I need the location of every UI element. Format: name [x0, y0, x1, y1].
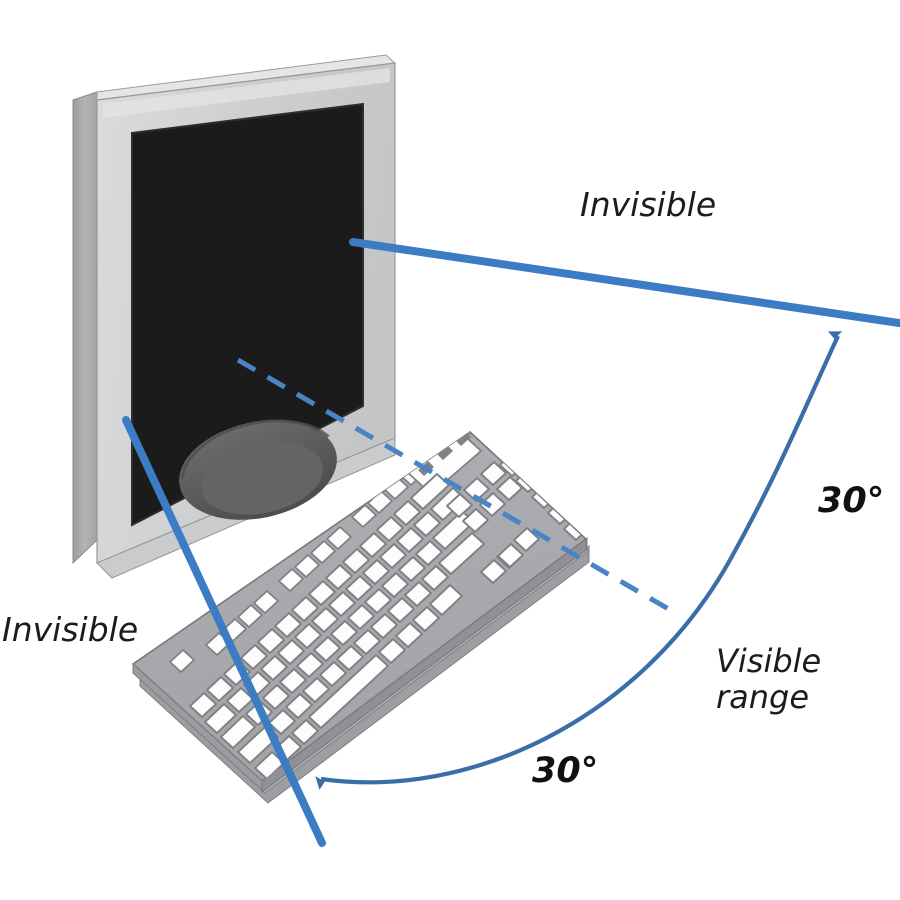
label-angle-upper: 30° [818, 481, 884, 521]
monitor [72, 54, 397, 579]
monitor-screen [132, 104, 363, 525]
upper-viewing-boundary [349, 238, 900, 327]
monitor-stand [179, 419, 337, 520]
label-visible-range-line2: range [716, 678, 809, 716]
label-angle-lower: 30° [532, 751, 598, 791]
viewing-range-arc [315, 331, 843, 790]
monitor-bezel-highlight [103, 68, 390, 118]
label-invisible-top: Invisible [580, 185, 716, 224]
label-invisible-left: Invisible [2, 610, 138, 649]
label-visible-range-line1: Visible [716, 642, 821, 680]
monitor-left-edge [72, 91, 98, 565]
lower-viewing-boundary [122, 416, 326, 847]
